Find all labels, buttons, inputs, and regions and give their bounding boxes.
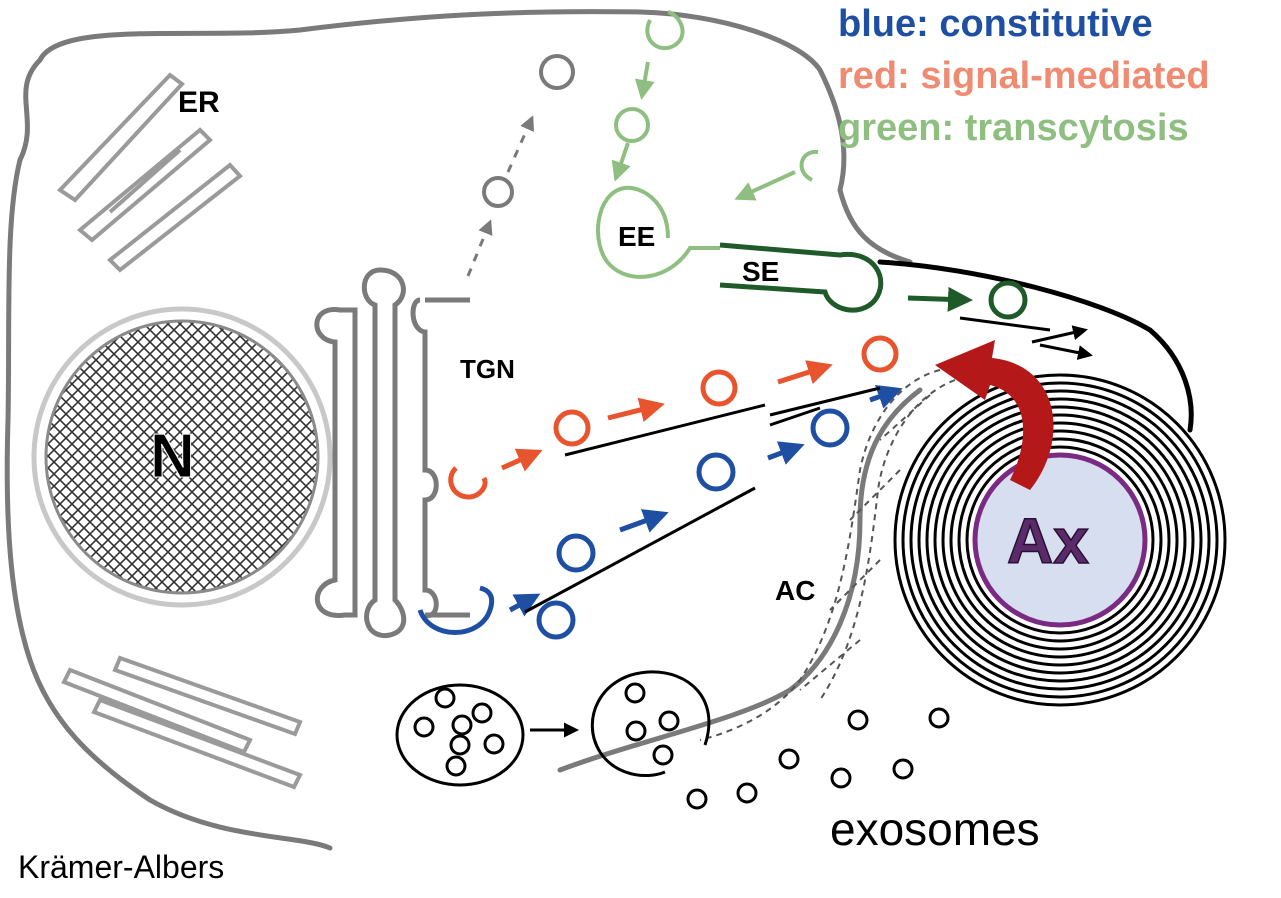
- legend-green: green: transcytosis: [838, 107, 1189, 149]
- er-membranes: [56, 72, 243, 273]
- tgn-label: TGN: [460, 354, 515, 384]
- nucleus-label: N: [150, 422, 195, 491]
- credit-label: Krämer-Albers: [18, 849, 224, 885]
- axon: [972, 452, 1148, 628]
- microtubule-tracks: [524, 316, 1051, 614]
- signal-mediated-pathway: [448, 335, 899, 500]
- exosome-particles: [686, 707, 950, 810]
- lower-er-membranes: [61, 655, 303, 790]
- se-label: SE: [742, 256, 779, 287]
- legend-red: red: signal-mediated: [838, 55, 1210, 97]
- myelin-sheath: [893, 373, 1227, 707]
- ac-label: AC: [775, 575, 815, 606]
- constitutive-pathway: [417, 384, 903, 640]
- red-curved-arrow: [935, 340, 1054, 490]
- legend-blue: blue: constitutive: [838, 3, 1153, 45]
- myelin-process-outline: [877, 259, 1194, 433]
- er-label: ER: [178, 86, 220, 119]
- black-arrows: [1031, 325, 1093, 361]
- exosomes-label: exosomes: [830, 803, 1040, 855]
- actin-cortex: [699, 369, 956, 741]
- golgi-stack: [314, 267, 470, 638]
- nucleus: [31, 306, 333, 608]
- axon-label: Ax: [1007, 505, 1089, 577]
- cell-membrane: [4, 9, 923, 851]
- gray-vesicle-path: [466, 54, 575, 277]
- sorting-endosome: [719, 242, 1028, 320]
- transcytosis-pathway: [596, 10, 819, 279]
- multivesicular-body-2: [590, 670, 711, 777]
- multivesicular-body-1: [395, 683, 525, 787]
- ee-label: EE: [618, 221, 655, 252]
